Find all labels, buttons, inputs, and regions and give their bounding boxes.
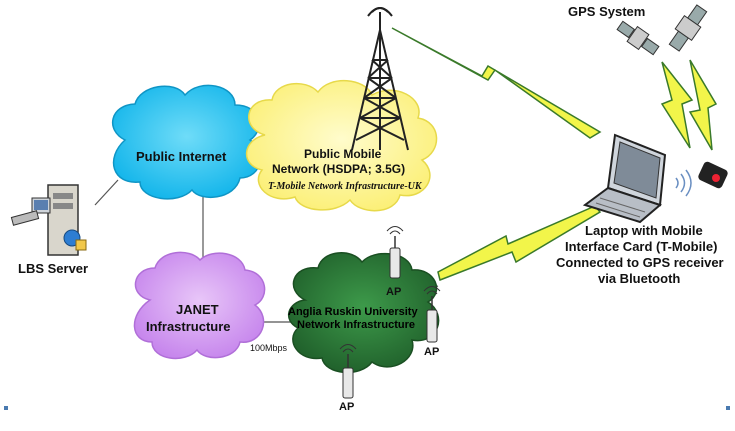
gps-satellite-icon: [616, 4, 708, 56]
link-speed-label: 100Mbps: [250, 343, 288, 353]
anglia-label-line1: Anglia Ruskin University: [288, 306, 418, 318]
public-mobile-sublabel: T-Mobile Network Infrastructure-UK: [268, 181, 422, 192]
janet-label-line2: Infrastructure: [146, 319, 231, 334]
gps-receiver-icon: [698, 161, 728, 189]
laptop-icon: [582, 133, 667, 224]
public-mobile-label-line1: Public Mobile: [304, 147, 382, 161]
laptop-label-line1: Laptop with Mobile: [585, 223, 703, 238]
wireless-link-gps-laptop: [660, 59, 718, 151]
public-mobile-label-line2: Network (HSDPA; 3.5G): [272, 162, 406, 176]
server-icon: [10, 184, 87, 256]
cloud-janet: [133, 251, 266, 360]
access-point-icon: [423, 286, 441, 343]
cloud-public-internet: [111, 84, 262, 200]
gps-system-label: GPS System: [568, 4, 646, 19]
corner-marker: [4, 406, 8, 410]
access-point-icon: [386, 226, 404, 279]
public-internet-label: Public Internet: [136, 149, 227, 164]
corner-marker: [726, 406, 730, 410]
janet-label-line1: JANET: [176, 302, 219, 317]
laptop-label-line3: Connected to GPS receiver: [556, 255, 724, 270]
lbs-server-label: LBS Server: [18, 261, 89, 276]
link-lbs-internet: [94, 179, 119, 206]
anglia-label-line2: Network Infrastructure: [297, 319, 415, 331]
ap-label-right: AP: [424, 346, 440, 358]
ap-label-top: AP: [386, 286, 402, 298]
wireless-link-tower-laptop: [391, 27, 602, 139]
cloud-anglia-ruskin: [287, 252, 440, 374]
laptop-label-line4: via Bluetooth: [598, 271, 681, 286]
bluetooth-signal-icon: [675, 169, 692, 197]
cloud-public-mobile: [245, 79, 438, 212]
laptop-label-line2: Interface Card (T-Mobile): [565, 239, 718, 254]
cell-tower-icon: [351, 7, 409, 151]
ap-label-bottom: AP: [339, 401, 355, 413]
access-point-icon: [339, 344, 357, 399]
